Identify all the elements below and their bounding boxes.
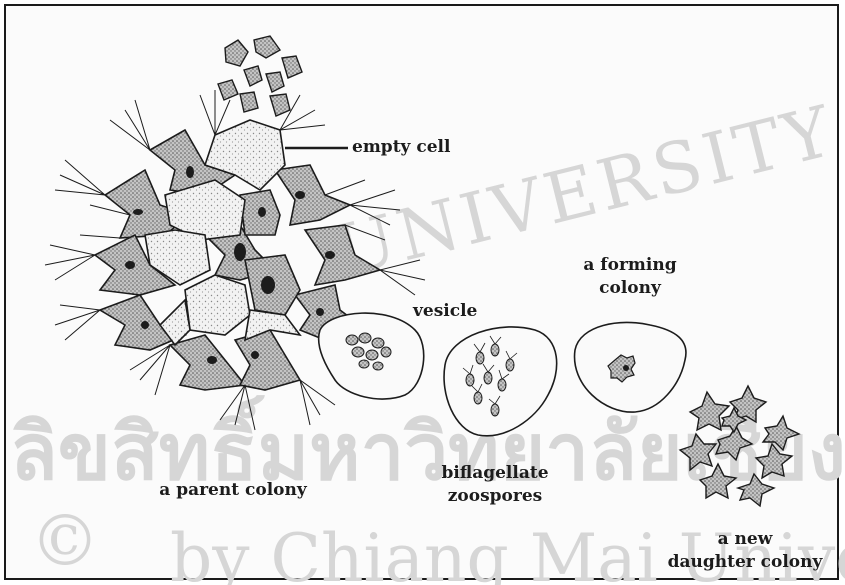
- label-zoospores-line1: biflagellate: [430, 462, 560, 484]
- label-forming-colony-line1: a forming: [572, 254, 688, 276]
- label-zoospores-line2: zoospores: [430, 485, 560, 507]
- label-daughter-line2: daughter colony: [660, 551, 830, 573]
- label-daughter-line1: a new: [660, 528, 830, 550]
- daughter-colony: [680, 386, 799, 506]
- label-forming-colony-line2: colony: [572, 277, 688, 299]
- forming-colony-vesicle: [575, 322, 686, 412]
- vesicle: [319, 313, 424, 399]
- label-vesicle: vesicle: [413, 300, 477, 322]
- released-cells: [218, 36, 302, 116]
- label-parent-colony: a parent colony: [138, 479, 328, 501]
- zoospore-vesicle: [444, 327, 557, 436]
- label-empty-cell: empty cell: [352, 136, 450, 158]
